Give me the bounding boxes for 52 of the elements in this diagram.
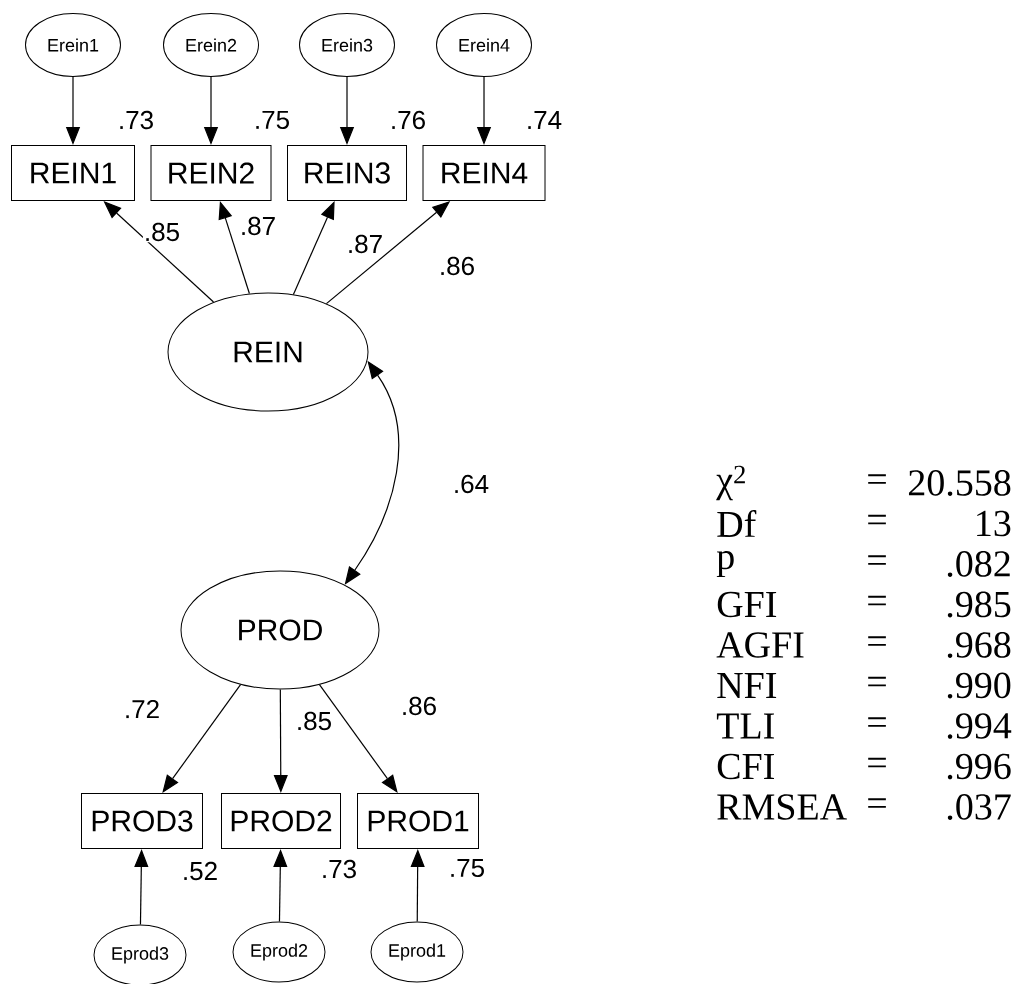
edge-label: .87	[345, 233, 385, 255]
fit-index-value: .082	[947, 551, 1010, 577]
observed-variable-box: PROD2	[221, 793, 341, 849]
edge-label: .85	[142, 221, 182, 243]
coefficient-label: .76	[392, 110, 425, 130]
fit-index-value: .996	[947, 753, 1011, 780]
arrow	[162, 684, 242, 793]
equals-sign: =	[868, 595, 886, 606]
observed-variable-box: REIN3	[287, 145, 407, 201]
coefficient-label: .74	[528, 111, 562, 129]
equals-sign: =	[868, 798, 886, 808]
edge-label: .72	[122, 698, 162, 720]
fit-index-name: Df	[717, 510, 757, 537]
edge-label: .86	[437, 255, 477, 277]
fit-index-value: 20.558	[909, 470, 1011, 496]
fit-index-name: χ$^{2}$	[716, 465, 745, 501]
equals-sign: =	[868, 717, 886, 727]
fit-index-value: 13	[977, 510, 1011, 537]
arrow	[318, 684, 398, 793]
fit-index-value: .985	[947, 591, 1011, 618]
coefficient-label: .52	[184, 861, 217, 881]
equals-sign: =	[868, 676, 886, 687]
coefficient-label: .73	[120, 110, 153, 130]
edge-label: .86	[399, 695, 439, 717]
fit-index-value: .037	[947, 794, 1011, 820]
edge-label: .64	[451, 473, 491, 495]
fit-index-name: GFI	[717, 591, 777, 618]
fit-index-name: RMSEA	[717, 794, 847, 820]
coefficient-label: .75	[451, 858, 484, 878]
arrow	[292, 201, 335, 296]
fit-index-value: .968	[947, 632, 1011, 658]
observed-variable-box: REIN2	[150, 145, 272, 201]
equals-sign: =	[868, 757, 886, 768]
equals-sign: =	[868, 555, 886, 565]
fit-index-name: TLI	[716, 713, 774, 739]
observed-variable-box: REIN1	[11, 145, 135, 201]
coefficient-label: .73	[323, 859, 356, 879]
fit-index-name: p	[716, 551, 734, 577]
edge-label: .87	[238, 215, 278, 237]
coefficient-label: .75	[256, 110, 289, 130]
fit-index-value: .990	[947, 672, 1011, 699]
fit-index-value: .994	[947, 713, 1012, 739]
observed-variable-box: PROD1	[357, 793, 479, 849]
observed-variable-box: PROD3	[81, 793, 203, 849]
edge-label: .85	[294, 710, 334, 732]
fit-index-name: NFI	[717, 673, 777, 698]
equals-sign: =	[868, 474, 886, 484]
equals-sign: =	[868, 636, 886, 646]
equals-sign: =	[868, 514, 886, 525]
observed-variable-box: REIN4	[422, 145, 546, 201]
fit-index-name: CFI	[717, 753, 774, 780]
fit-index-name: AGFI	[716, 632, 804, 658]
